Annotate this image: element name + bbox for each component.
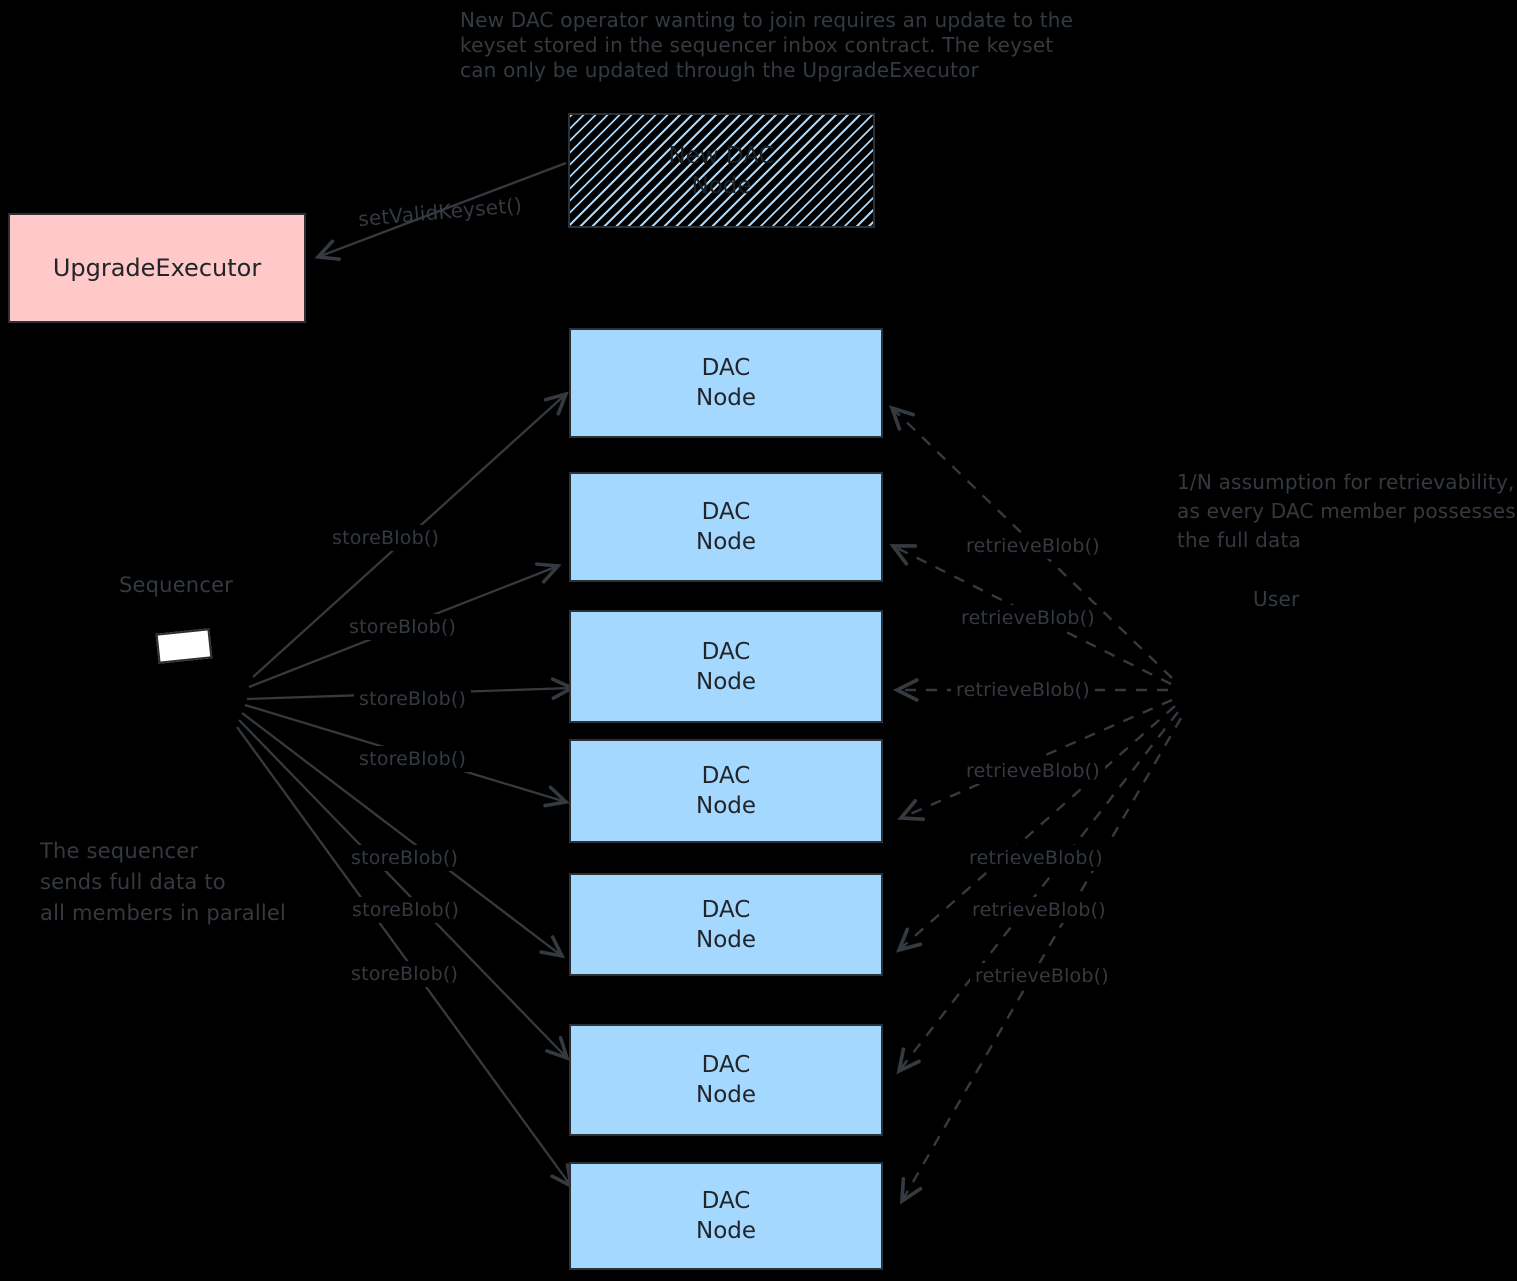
store-blob-arrow-5 [241,712,566,959]
dac-node-label-line-2: Node [695,1218,757,1244]
dac-node-label-line-1: DAC [701,499,751,525]
store-blob-label-1: storeBlob() [327,525,445,551]
dac-node-label-line-1: DAC [701,763,751,789]
right-note-line-1: 1/N assumption for retrievability, [1177,470,1515,494]
store-blob-label-5: storeBlob() [346,845,464,871]
retrieve-blob-label-1: retrieveBlob() [961,533,1105,559]
dac-node-box-5: DAC Node [569,873,883,976]
right-note: 1/N assumption for retrievability, as ev… [1177,468,1516,555]
dac-node-label-line-2: Node [695,926,757,953]
left-note-line-2: sends full data to [40,870,226,894]
right-note-line-3: the full data [1177,528,1302,552]
retrieve-blob-label-3: retrieveBlob() [951,677,1095,703]
dac-node-label-line-2: Node [695,385,757,411]
top-note-line-1: New DAC operator wanting to join require… [460,8,1074,32]
left-note-line-1: The sequencer [40,839,199,863]
store-blob-arrow-6 [238,719,570,1061]
top-note: New DAC operator wanting to join require… [460,8,1073,83]
store-blob-label-3: storeBlob() [354,686,472,712]
upgrade-executor-label: UpgradeExecutor [52,254,262,282]
upgrade-executor-box: UpgradeExecutor [8,213,306,323]
dac-node-box-7: DAC Node [569,1162,883,1270]
right-note-line-2: as every DAC member possesses [1177,499,1516,523]
retrieve-blob-arrow-7 [899,717,1183,1205]
dac-node-box-1: DAC Node [569,328,883,438]
sequencer-box [155,628,213,664]
dac-node-box-4: DAC Node [569,739,883,843]
dac-node-label-line-1: DAC [701,638,751,665]
dac-node-label-line-1: DAC [701,355,751,381]
new-dac-node-label-line-1: New DAC [668,142,775,169]
store-blob-label-2: storeBlob() [344,614,462,640]
store-blob-label-7: storeBlob() [346,961,464,987]
store-blob-label-4: storeBlob() [354,746,472,772]
retrieve-blob-label-7: retrieveBlob() [970,963,1114,989]
dac-node-label-line-2: Node [695,529,757,555]
retrieve-blob-label-6: retrieveBlob() [967,897,1111,923]
dac-node-label-line-1: DAC [701,896,751,923]
top-note-line-3: can only be updated through the UpgradeE… [460,58,979,82]
sequencer-label: Sequencer [119,573,234,597]
new-dac-node-label-line-2: Node [691,172,752,199]
dac-node-label-line-2: Node [695,1082,757,1108]
store-blob-label-6: storeBlob() [347,897,465,923]
set-valid-keyset-arrow [314,161,567,261]
retrieve-blob-arrow-6 [896,711,1179,1075]
user-label: User [1253,587,1300,611]
dac-node-label-line-1: DAC [701,1188,751,1214]
dac-node-box-2: DAC Node [569,472,883,582]
top-note-line-2: keyset stored in the sequencer inbox con… [460,33,1054,57]
store-blob-arrow-7 [236,726,574,1190]
dac-node-box-6: DAC Node [569,1024,883,1136]
new-dac-node-box: New DAC Node [568,113,875,228]
dac-node-label-line-1: DAC [701,1052,751,1078]
retrieve-blob-label-2: retrieveBlob() [956,605,1100,631]
dac-node-label-line-2: Node [695,793,757,819]
retrieve-blob-label-4: retrieveBlob() [961,758,1105,784]
left-note-line-3: all members in parallel [40,901,287,925]
retrieve-blob-label-5: retrieveBlob() [964,845,1108,871]
dac-node-label-line-2: Node [695,668,757,695]
dac-node-box-3: DAC Node [569,610,883,723]
left-note: The sequencer sends full data to all mem… [40,836,286,929]
